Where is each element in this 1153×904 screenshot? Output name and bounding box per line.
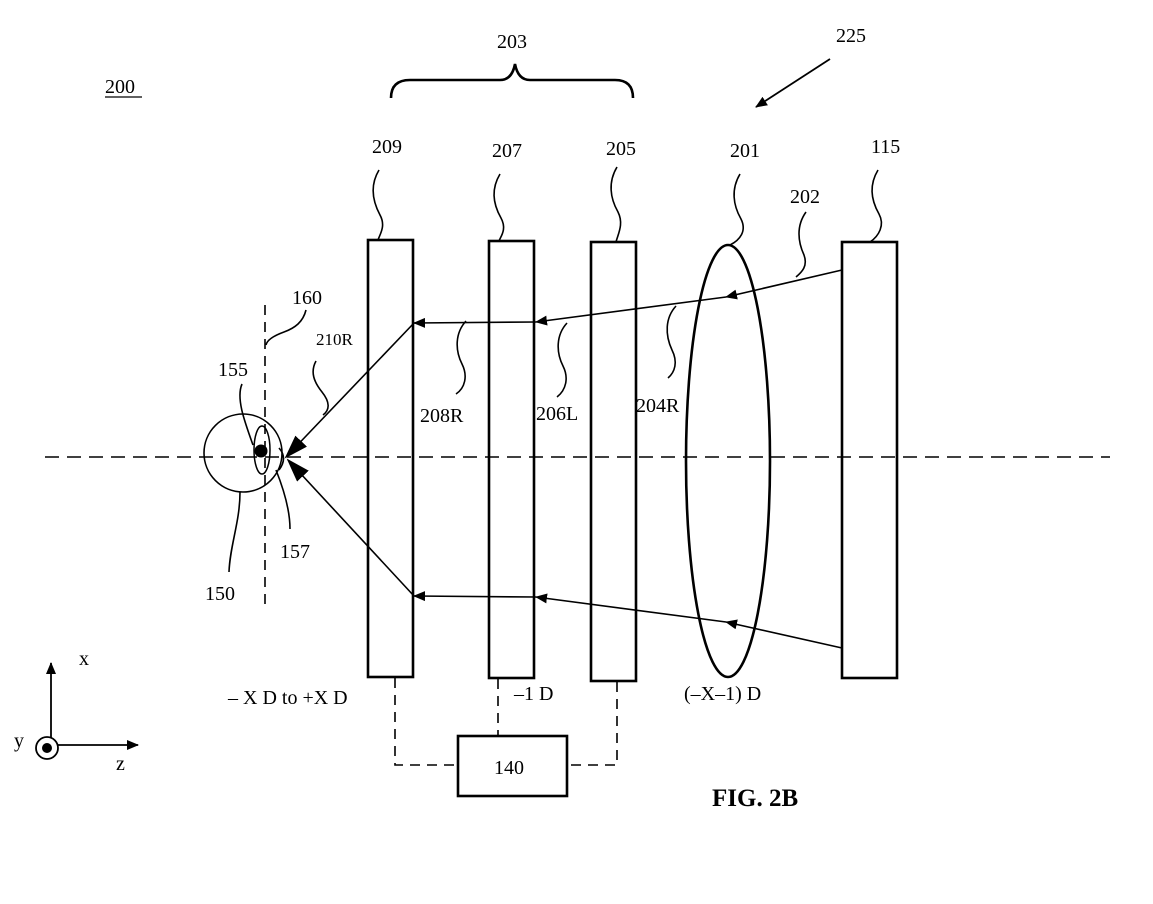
eye-leader <box>228 491 241 573</box>
ray-202-leader <box>795 211 807 278</box>
ray-210-lower <box>286 458 415 597</box>
ray-210-upper <box>284 322 415 459</box>
ray-210-leader <box>312 360 329 416</box>
cornea-leader <box>275 469 291 530</box>
ray-202 <box>725 269 843 300</box>
eye-plane-leader <box>265 309 307 346</box>
ray-206-208 <box>413 317 537 328</box>
controller-140 <box>456 734 569 798</box>
cornea-label: 157 <box>280 541 310 563</box>
figure-reference-number: 200 <box>105 76 135 98</box>
ray-204-label: 204R <box>636 395 680 417</box>
display-115 <box>840 240 899 680</box>
element-207-power: –1 D <box>513 683 553 705</box>
group-brace <box>389 63 635 99</box>
element-205 <box>589 240 638 683</box>
ray-202-label: 202 <box>790 186 820 208</box>
display-leader <box>869 169 883 243</box>
lens-201-label: 201 <box>730 140 760 162</box>
group-label: 203 <box>497 31 527 53</box>
connection-205-controller <box>567 682 618 766</box>
assembly-label: 225 <box>836 25 866 47</box>
ray-210-label: 210R <box>316 330 354 349</box>
ray-lower-lens <box>535 593 727 623</box>
ray-206-leader <box>556 322 568 398</box>
element-209 <box>366 238 415 679</box>
display-label: 115 <box>871 136 900 158</box>
y-axis-label: y <box>14 730 24 752</box>
element-207-leader <box>493 173 505 242</box>
pupil-label: 155 <box>218 359 248 381</box>
element-207-label: 207 <box>492 140 522 162</box>
y-axis-dot <box>42 743 52 753</box>
eye-label: 150 <box>205 583 235 605</box>
ray-208-label: 208R <box>420 405 464 427</box>
element-209-leader <box>372 169 384 241</box>
figure-caption: FIG. 2B <box>712 785 798 812</box>
lens-201 <box>684 243 772 679</box>
element-207 <box>487 239 536 680</box>
pupil-leader <box>239 383 254 446</box>
ray-204-leader <box>666 305 677 379</box>
ray-204 <box>535 296 727 326</box>
assembly-pointer-arrow <box>755 58 831 108</box>
controller-label: 140 <box>494 757 524 779</box>
connection-209-controller <box>394 678 458 766</box>
lens-201-power: (–X–1) D <box>684 683 761 705</box>
pupil-155 <box>254 444 268 458</box>
element-209-label: 209 <box>372 136 402 158</box>
x-axis-label: x <box>79 648 89 670</box>
eye-plane-label: 160 <box>292 287 322 309</box>
cornea-157 <box>278 447 285 471</box>
lens-201-leader <box>729 173 745 246</box>
ray-lower-display <box>725 619 843 649</box>
eye-lens <box>253 425 271 475</box>
element-205-label: 205 <box>606 138 636 160</box>
ray-lower-elements <box>413 591 537 602</box>
element-205-leader <box>610 166 622 243</box>
z-axis-label: z <box>116 753 125 775</box>
ray-206-label: 206L <box>536 403 578 425</box>
element-209-power: – X D to +X D <box>227 687 348 709</box>
ray-208-leader <box>455 320 467 395</box>
